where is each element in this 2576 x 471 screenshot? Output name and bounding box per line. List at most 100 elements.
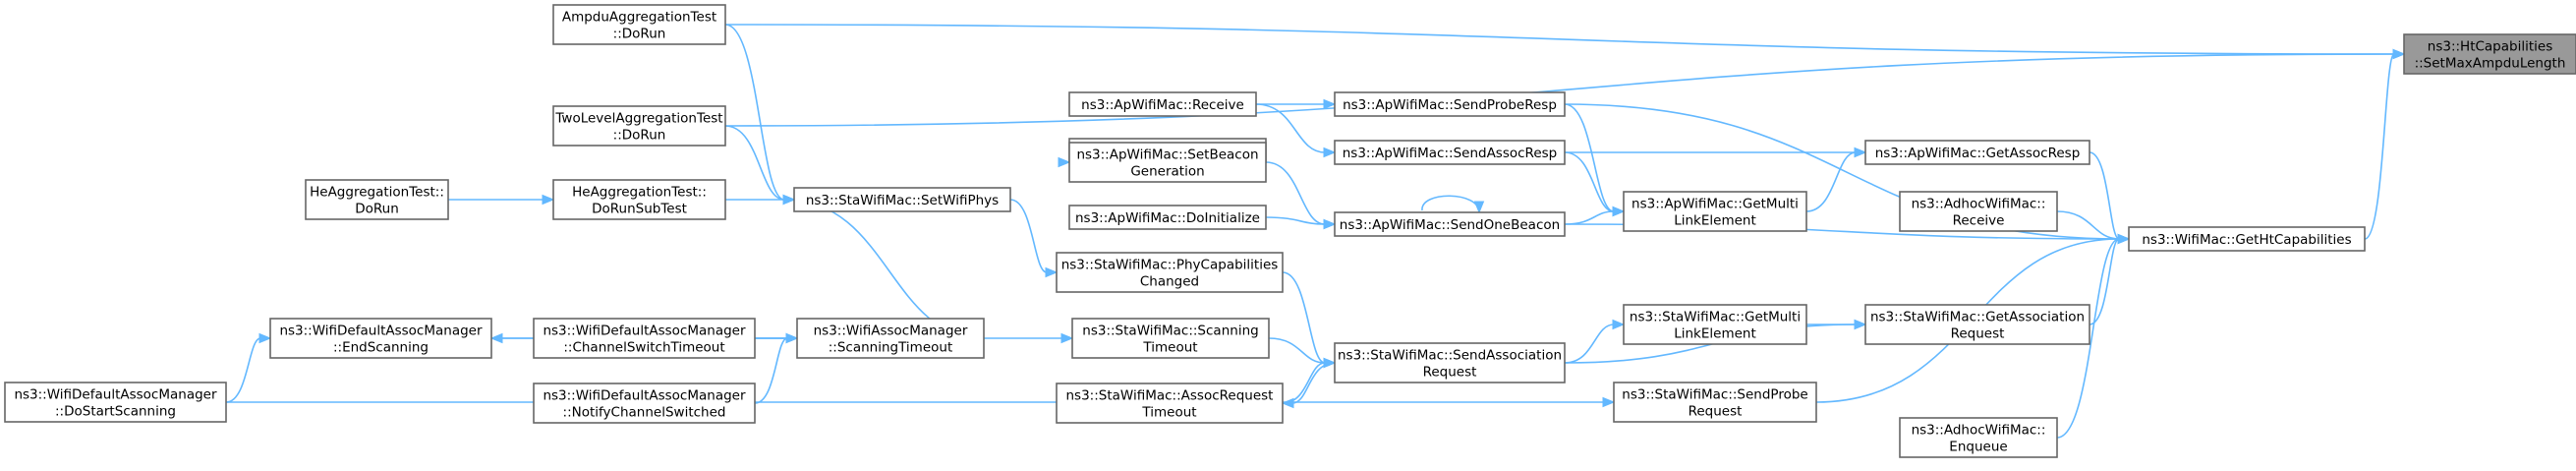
edge-wdam-startscan-to-sta-sendprobereq bbox=[226, 396, 1616, 408]
edge-wdam-startscan-to-wdam-endscan bbox=[225, 332, 272, 403]
node-wdam-notifych[interactable]: ns3::WifiDefaultAssocManager::NotifyChan… bbox=[533, 383, 756, 424]
edge-arrowhead bbox=[1323, 98, 1337, 110]
edge-line bbox=[1805, 151, 1857, 212]
node-heagg-sub[interactable]: HeAggregationTest::DoRunSubTest bbox=[552, 179, 726, 220]
node-root[interactable]: ns3::HtCapabilities::SetMaxAmpduLength bbox=[2403, 33, 2576, 75]
node-label: Timeout bbox=[1142, 340, 1197, 356]
edge-line bbox=[1268, 337, 1326, 364]
node-wdam-endscan[interactable]: ns3::WifiDefaultAssocManager::EndScannin… bbox=[269, 318, 492, 359]
node-adhoc-enqueue[interactable]: ns3::AdhocWifiMac::Enqueue bbox=[1899, 417, 2058, 458]
edge-ap-sendprobe-to-ap-getmulti bbox=[1564, 103, 1626, 217]
edge-wam-scantimeout-to-sta-scantimeout bbox=[983, 332, 1074, 344]
node-label: ::NotifyChannelSwitched bbox=[563, 405, 726, 421]
edge-ap-sendassoc-to-ap-getassocresp bbox=[1565, 147, 1867, 158]
edge-adhoc-enqueue-to-gethtcap bbox=[2056, 233, 2131, 439]
node-label: ::DoStartScanning bbox=[55, 404, 176, 420]
edge-ap-getassocresp-to-gethtcap bbox=[2089, 151, 2131, 245]
edge-sta-sendassocreq-to-sta-assocreqtimeout bbox=[1281, 362, 1336, 409]
edge-arrowhead bbox=[1323, 357, 1337, 369]
node-label: ns3::StaWifiMac::GetMulti bbox=[1630, 310, 1801, 325]
edge-wdam-notifych-to-wam-scantimeout bbox=[754, 332, 799, 404]
node-label: ns3::WifiAssocManager bbox=[814, 324, 968, 339]
node-ap-getassocresp[interactable]: ns3::ApWifiMac::GetAssocResp bbox=[1864, 140, 2090, 165]
edge-arrowhead bbox=[258, 332, 272, 344]
node-setwifiphys[interactable]: ns3::StaWifiMac::SetWifiPhys bbox=[793, 187, 1011, 212]
node-label: ns3::ApWifiMac::GetMulti bbox=[1631, 197, 1799, 212]
edge-line bbox=[2364, 53, 2395, 240]
node-box bbox=[305, 179, 449, 220]
edge-arrowhead bbox=[1854, 147, 1867, 158]
edge-ap-receive-to-ap-sendprobe bbox=[1256, 98, 1337, 110]
edge-arrowhead bbox=[1323, 218, 1337, 230]
node-box bbox=[1899, 191, 2058, 232]
node-ap-receive[interactable]: ns3::ApWifiMac::Receive bbox=[1068, 91, 1257, 117]
edge-line bbox=[1564, 151, 1615, 212]
node-label: ns3::ApWifiMac::SendOneBeacon bbox=[1340, 217, 1560, 233]
node-label: ns3::ApWifiMac::SendProbeResp bbox=[1343, 97, 1557, 113]
edge-line bbox=[783, 199, 985, 339]
node-label: Generation bbox=[1130, 164, 1204, 180]
edge-line bbox=[1265, 161, 1326, 225]
edge-sta-phycap-to-sta-sendassocreq bbox=[1282, 271, 1337, 369]
edge-arrowhead bbox=[1612, 319, 1626, 330]
edge-arrowhead bbox=[1612, 206, 1626, 217]
node-wdam-startscan[interactable]: ns3::WifiDefaultAssocManager::DoStartSca… bbox=[4, 382, 227, 423]
node-label: ::ScanningTimeout bbox=[829, 340, 953, 356]
node-heagg-run[interactable]: HeAggregationTest::DoRun bbox=[305, 179, 449, 220]
node-ap-sendprobe[interactable]: ns3::ApWifiMac::SendProbeResp bbox=[1334, 91, 1566, 117]
node-label: LinkElement bbox=[1674, 326, 1756, 342]
node-wam-scantimeout[interactable]: ns3::WifiAssocManager::ScanningTimeout bbox=[796, 318, 985, 359]
node-label: ::DoRun bbox=[613, 128, 666, 144]
edge-ampdu-to-setwifiphys bbox=[724, 24, 796, 206]
edge-arrowhead bbox=[489, 332, 503, 344]
node-ap-sendbeacon[interactable]: ns3::ApWifiMac::SendOneBeacon bbox=[1334, 211, 1566, 237]
node-wdam-chswitch[interactable]: ns3::WifiDefaultAssocManager::ChannelSwi… bbox=[533, 318, 756, 359]
node-box bbox=[533, 318, 756, 359]
edge-ap-doinit-to-ap-sendbeacon bbox=[1265, 216, 1337, 230]
node-ap-doinit[interactable]: ns3::ApWifiMac::DoInitialize bbox=[1068, 205, 1267, 230]
edge-ap-sendbeacon-to-ap-sendbeacon bbox=[1421, 195, 1485, 214]
node-box bbox=[1864, 304, 2090, 345]
node-label: Request bbox=[1689, 404, 1743, 420]
node-label: HeAggregationTest:: bbox=[572, 185, 707, 201]
node-label: ns3::ApWifiMac::DoInitialize bbox=[1075, 210, 1260, 226]
node-label: Request bbox=[1951, 326, 2005, 342]
node-box bbox=[269, 318, 492, 359]
node-ampdu[interactable]: AmpduAggregationTest::DoRun bbox=[552, 4, 726, 45]
edge-gethtcap-to-root bbox=[2364, 48, 2406, 240]
edge-arrowhead bbox=[1060, 332, 1074, 344]
node-adhoc-receive[interactable]: ns3::AdhocWifiMac::Receive bbox=[1899, 191, 2058, 232]
node-box bbox=[552, 179, 726, 220]
node-box bbox=[1334, 91, 1566, 117]
node-label: Timeout bbox=[1141, 405, 1196, 421]
node-label: ::EndScanning bbox=[333, 340, 429, 356]
node-ap-sendassoc[interactable]: ns3::ApWifiMac::SendAssocResp bbox=[1334, 140, 1566, 165]
node-label: ns3::StaWifiMac::SetWifiPhys bbox=[806, 193, 999, 208]
node-label: ns3::WifiDefaultAssocManager bbox=[14, 387, 217, 403]
node-label: ::SetMaxAmpduLength bbox=[2415, 56, 2566, 72]
node-twolevel[interactable]: TwoLevelAggregationTest::DoRun bbox=[552, 105, 726, 147]
edge-line bbox=[1009, 199, 1048, 273]
node-sta-scantimeout[interactable]: ns3::StaWifiMac::ScanningTimeout bbox=[1071, 318, 1270, 359]
edge-wam-scantimeout-to-setwifiphys bbox=[782, 194, 985, 339]
node-label: AmpduAggregationTest bbox=[562, 10, 716, 26]
edge-line bbox=[2056, 210, 2120, 240]
edge-arrowhead bbox=[2392, 48, 2406, 60]
edge-heagg-run-to-heagg-sub bbox=[448, 194, 555, 206]
node-box bbox=[1623, 304, 1807, 345]
edge-line bbox=[1564, 324, 1615, 364]
node-box bbox=[552, 105, 726, 147]
node-label: ::DoRun bbox=[613, 27, 666, 42]
node-gethtcap[interactable]: ns3::WifiMac::GetHtCapabilities bbox=[2128, 226, 2366, 252]
node-box bbox=[1068, 142, 1267, 183]
node-box bbox=[533, 383, 756, 424]
